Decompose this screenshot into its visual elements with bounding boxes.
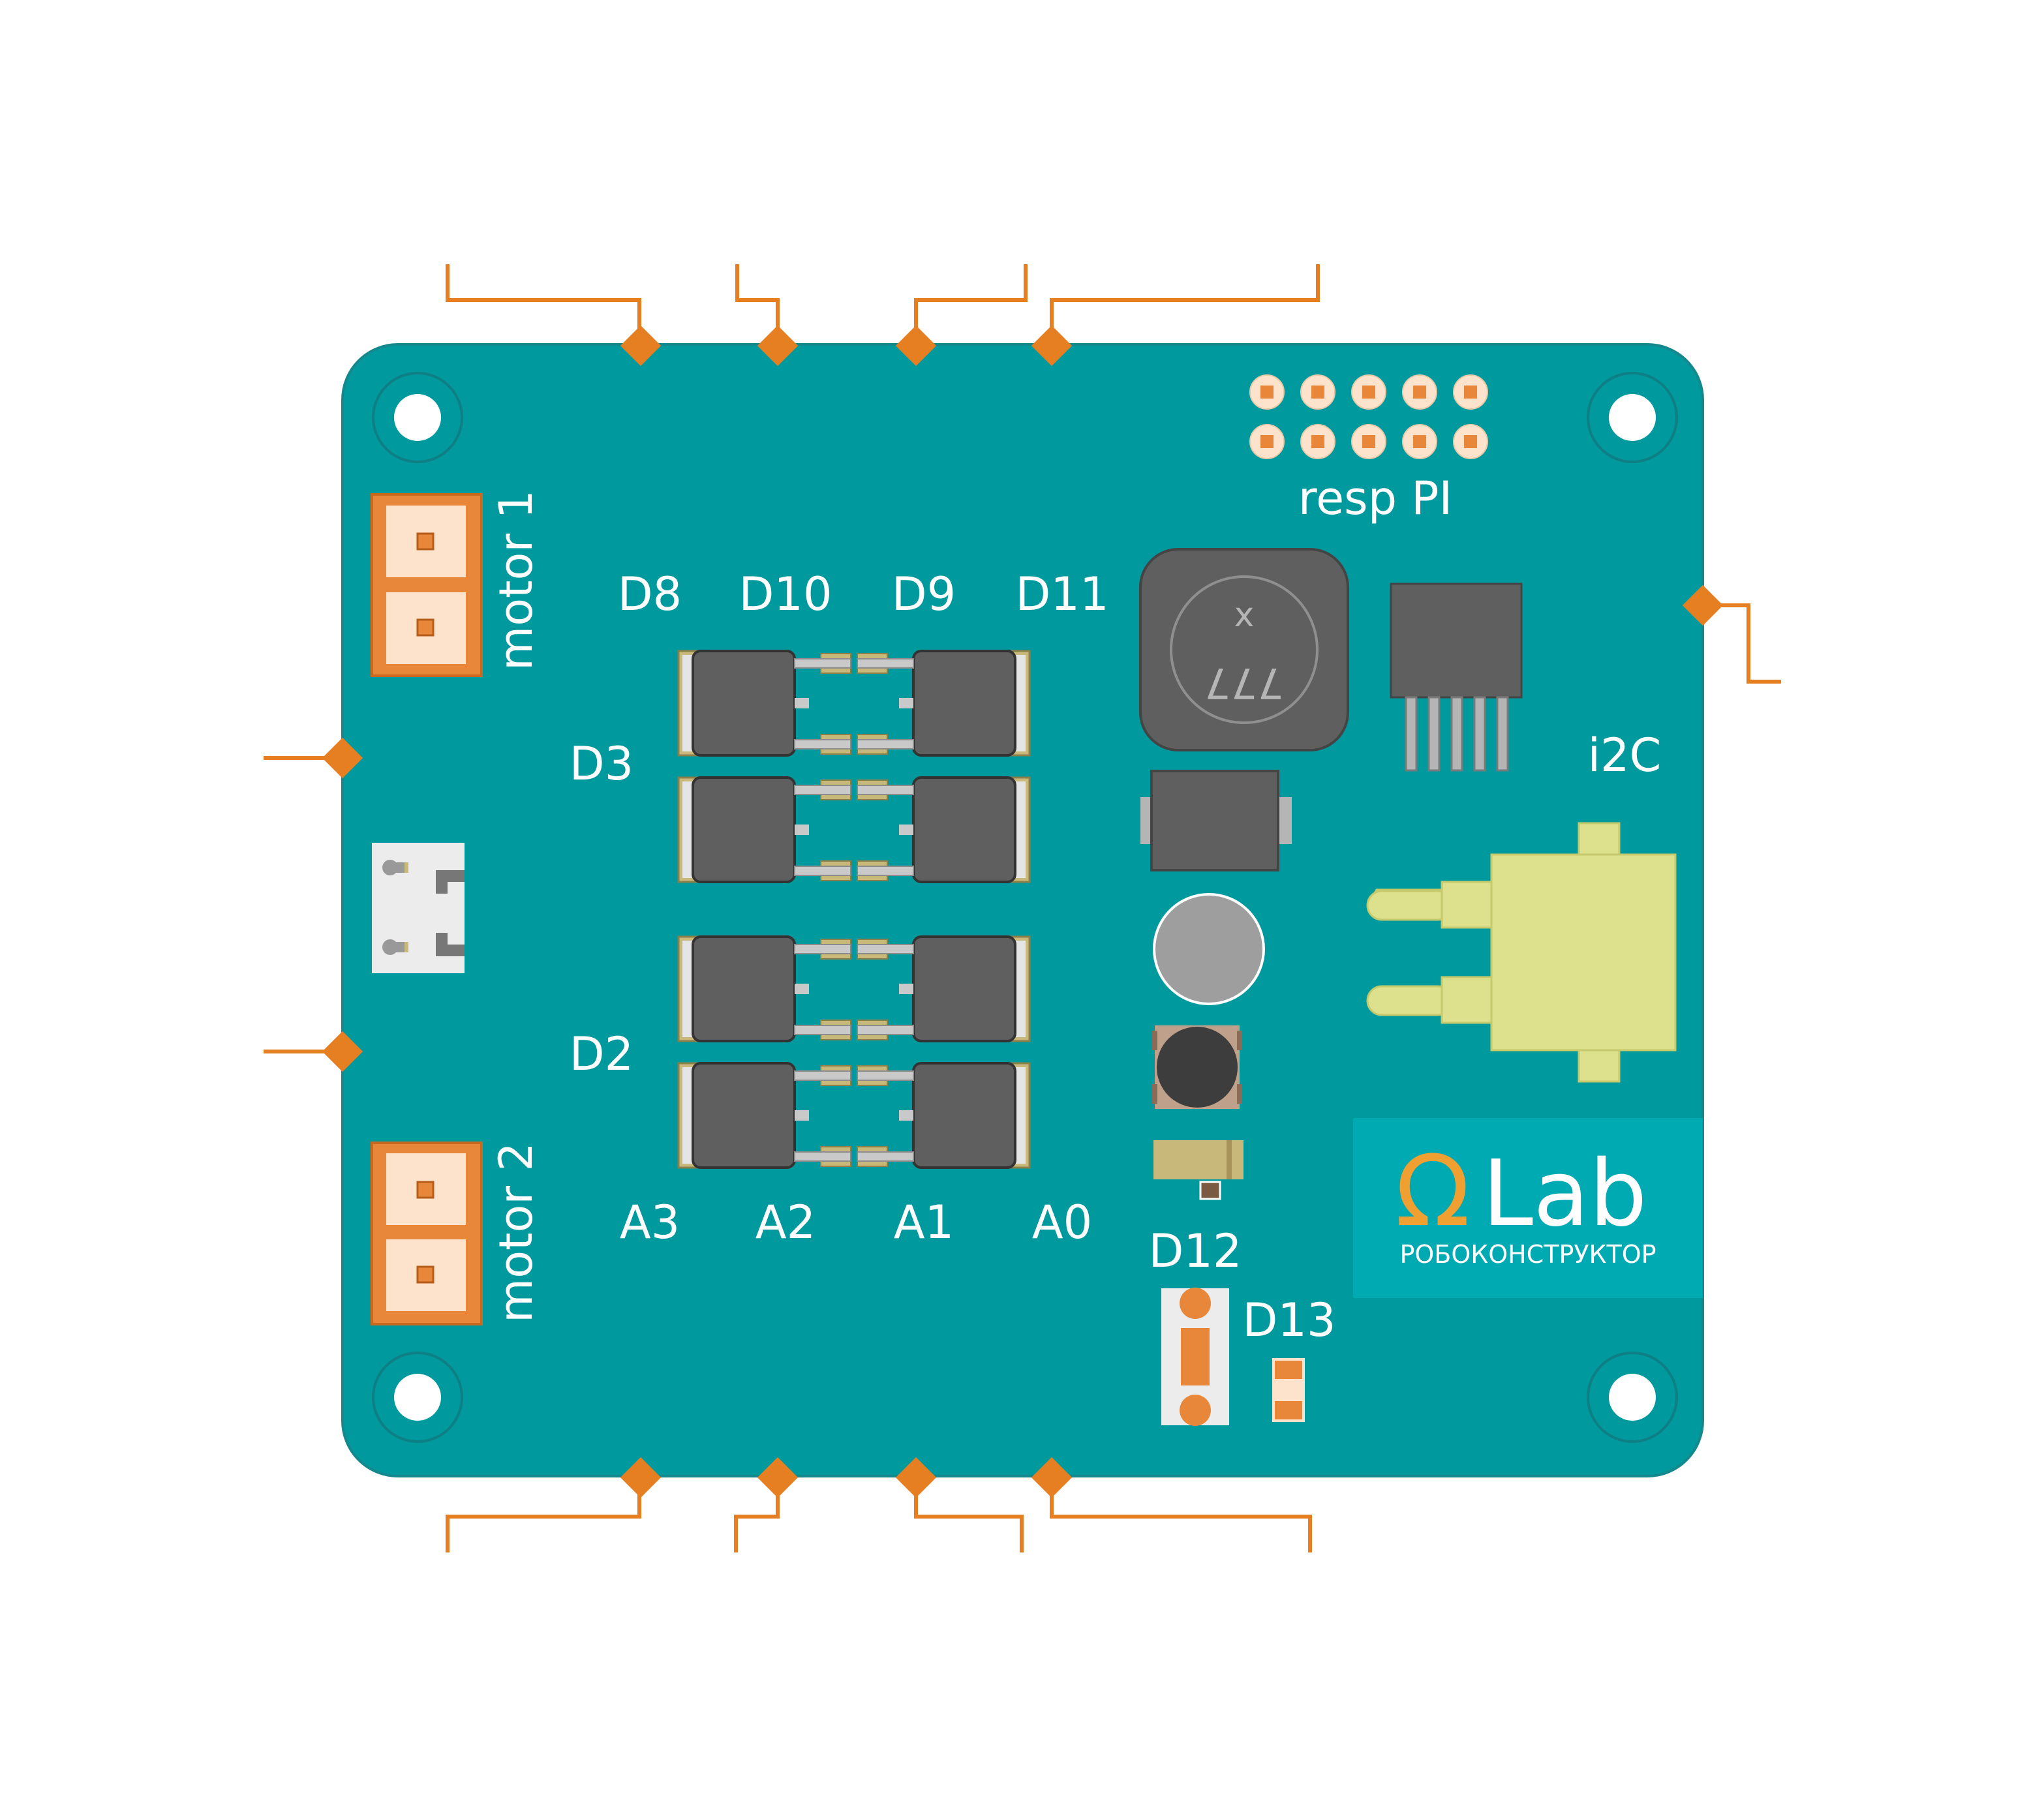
- transistor-left-1: [677, 650, 796, 757]
- transistor-row-3: [677, 935, 1031, 1042]
- transistor-left-4: [677, 1062, 796, 1169]
- diode: [1153, 1140, 1243, 1200]
- mounting-holes: [372, 372, 1678, 1443]
- inductor-mark-top: x: [1234, 596, 1255, 635]
- motor-2-connector[interactable]: [371, 1142, 483, 1325]
- label-a1: A1: [894, 1196, 954, 1249]
- label-d3: D3: [570, 737, 633, 791]
- transistor-row-2: [677, 776, 1031, 883]
- label-d8: D8: [618, 568, 682, 621]
- i2c-label: i2C: [1588, 729, 1662, 782]
- transistor-right-2: [912, 776, 1031, 883]
- logo-omega: Ω: [1396, 1135, 1471, 1248]
- transistor-pads-2: [794, 779, 914, 881]
- transistor-left-3: [677, 935, 796, 1042]
- wire-bottom-a1: [914, 1477, 1024, 1552]
- transistor-array: [677, 650, 1031, 1169]
- transistor-pads-4: [794, 1065, 914, 1167]
- smd-block: [1140, 770, 1292, 871]
- label-d10: D10: [739, 568, 832, 621]
- transistor-right-3: [912, 935, 1031, 1042]
- transistor-left-2: [677, 776, 796, 883]
- label-a0: A0: [1032, 1196, 1092, 1249]
- mounting-hole-top-left: [372, 372, 463, 463]
- label-d11: D11: [1016, 568, 1109, 621]
- wire-bottom-a0: [1050, 1477, 1312, 1552]
- transistor-pads-1: [794, 653, 914, 755]
- wires: [264, 264, 1781, 1552]
- i2c-connector[interactable]: [1366, 822, 1677, 1083]
- transistor-row-1: [677, 650, 1031, 757]
- mounting-hole-top-right: [1587, 372, 1678, 463]
- d13-label: D13: [1243, 1294, 1336, 1347]
- buzzer: [1153, 893, 1265, 1005]
- resp-pi-header: [1249, 374, 1488, 459]
- small-ic: [1390, 583, 1523, 772]
- wire-top-d10: [735, 264, 780, 346]
- wire-bottom-a3: [446, 1477, 641, 1552]
- motor-1-label: motor 1: [489, 490, 543, 671]
- wire-right: [1703, 603, 1781, 684]
- transistor-right-1: [912, 650, 1031, 757]
- pin-right[interactable]: [1682, 584, 1724, 626]
- motor-2-label: motor 2: [489, 1142, 543, 1323]
- label-a3: A3: [620, 1196, 680, 1249]
- wire-top-d8: [446, 264, 641, 346]
- wire-top-d9: [914, 264, 1028, 346]
- push-button[interactable]: [1152, 1025, 1242, 1109]
- logo-tagline: РОБОКОНСТРУКТОР: [1399, 1240, 1656, 1269]
- transistor-row-4: [677, 1062, 1031, 1169]
- inductor-mark-bottom: 777: [1204, 658, 1284, 706]
- mounting-hole-bottom-right: [1587, 1352, 1678, 1443]
- transistor-pads-3: [794, 939, 914, 1040]
- logo-panel: Ω Lab РОБОКОНСТРУКТОР: [1353, 1118, 1703, 1298]
- inductor: x 777: [1139, 548, 1349, 751]
- pin-d8[interactable]: [620, 325, 662, 367]
- label-d9: D9: [892, 568, 956, 621]
- d12-component: [1161, 1288, 1229, 1426]
- resp-pi-label: resp PI: [1298, 472, 1452, 525]
- label-a2: A2: [755, 1196, 816, 1249]
- d13-component: [1272, 1358, 1305, 1422]
- d12-label: D12: [1149, 1224, 1242, 1278]
- transistor-right-4: [912, 1062, 1031, 1169]
- mounting-hole-bottom-left: [372, 1352, 463, 1443]
- motor-1-connector[interactable]: [371, 493, 483, 677]
- label-d2: D2: [570, 1027, 633, 1081]
- pin-a3[interactable]: [620, 1457, 662, 1498]
- wire-top-d11: [1050, 264, 1320, 346]
- logo-name: Lab: [1482, 1141, 1647, 1247]
- power-socket[interactable]: [372, 843, 465, 973]
